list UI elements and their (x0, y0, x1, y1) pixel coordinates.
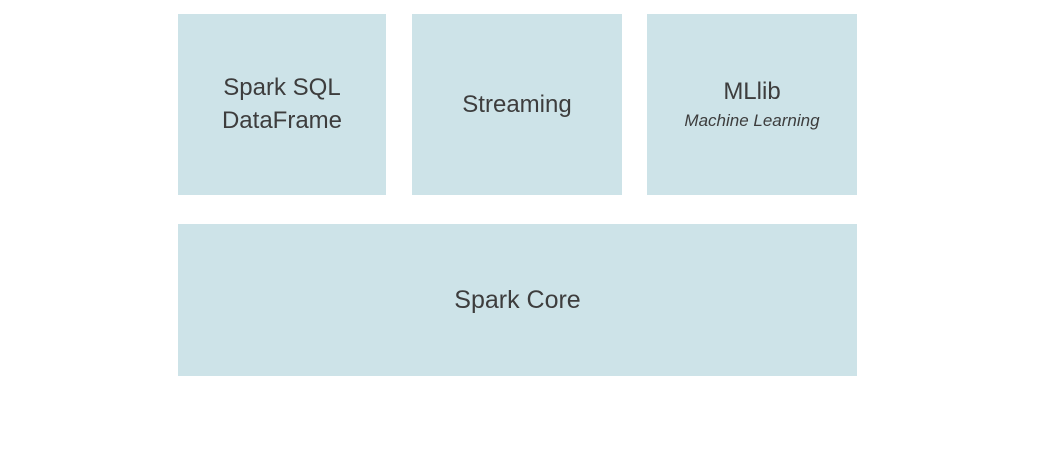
streaming-label: Streaming (462, 90, 572, 118)
streaming-box: Streaming (412, 14, 622, 195)
spark-sql-dataframe-box: Spark SQL DataFrame (178, 14, 386, 195)
mllib-subtitle: Machine Learning (684, 110, 820, 130)
mllib-title: MLlib (723, 78, 781, 106)
spark-sql-label-line2: DataFrame (221, 106, 343, 134)
spark-core-box: Spark Core (178, 224, 857, 376)
mllib-box: MLlib Machine Learning (647, 14, 857, 195)
spark-core-label: Spark Core (454, 285, 581, 314)
spark-sql-label-line1: Spark SQL (223, 74, 341, 102)
